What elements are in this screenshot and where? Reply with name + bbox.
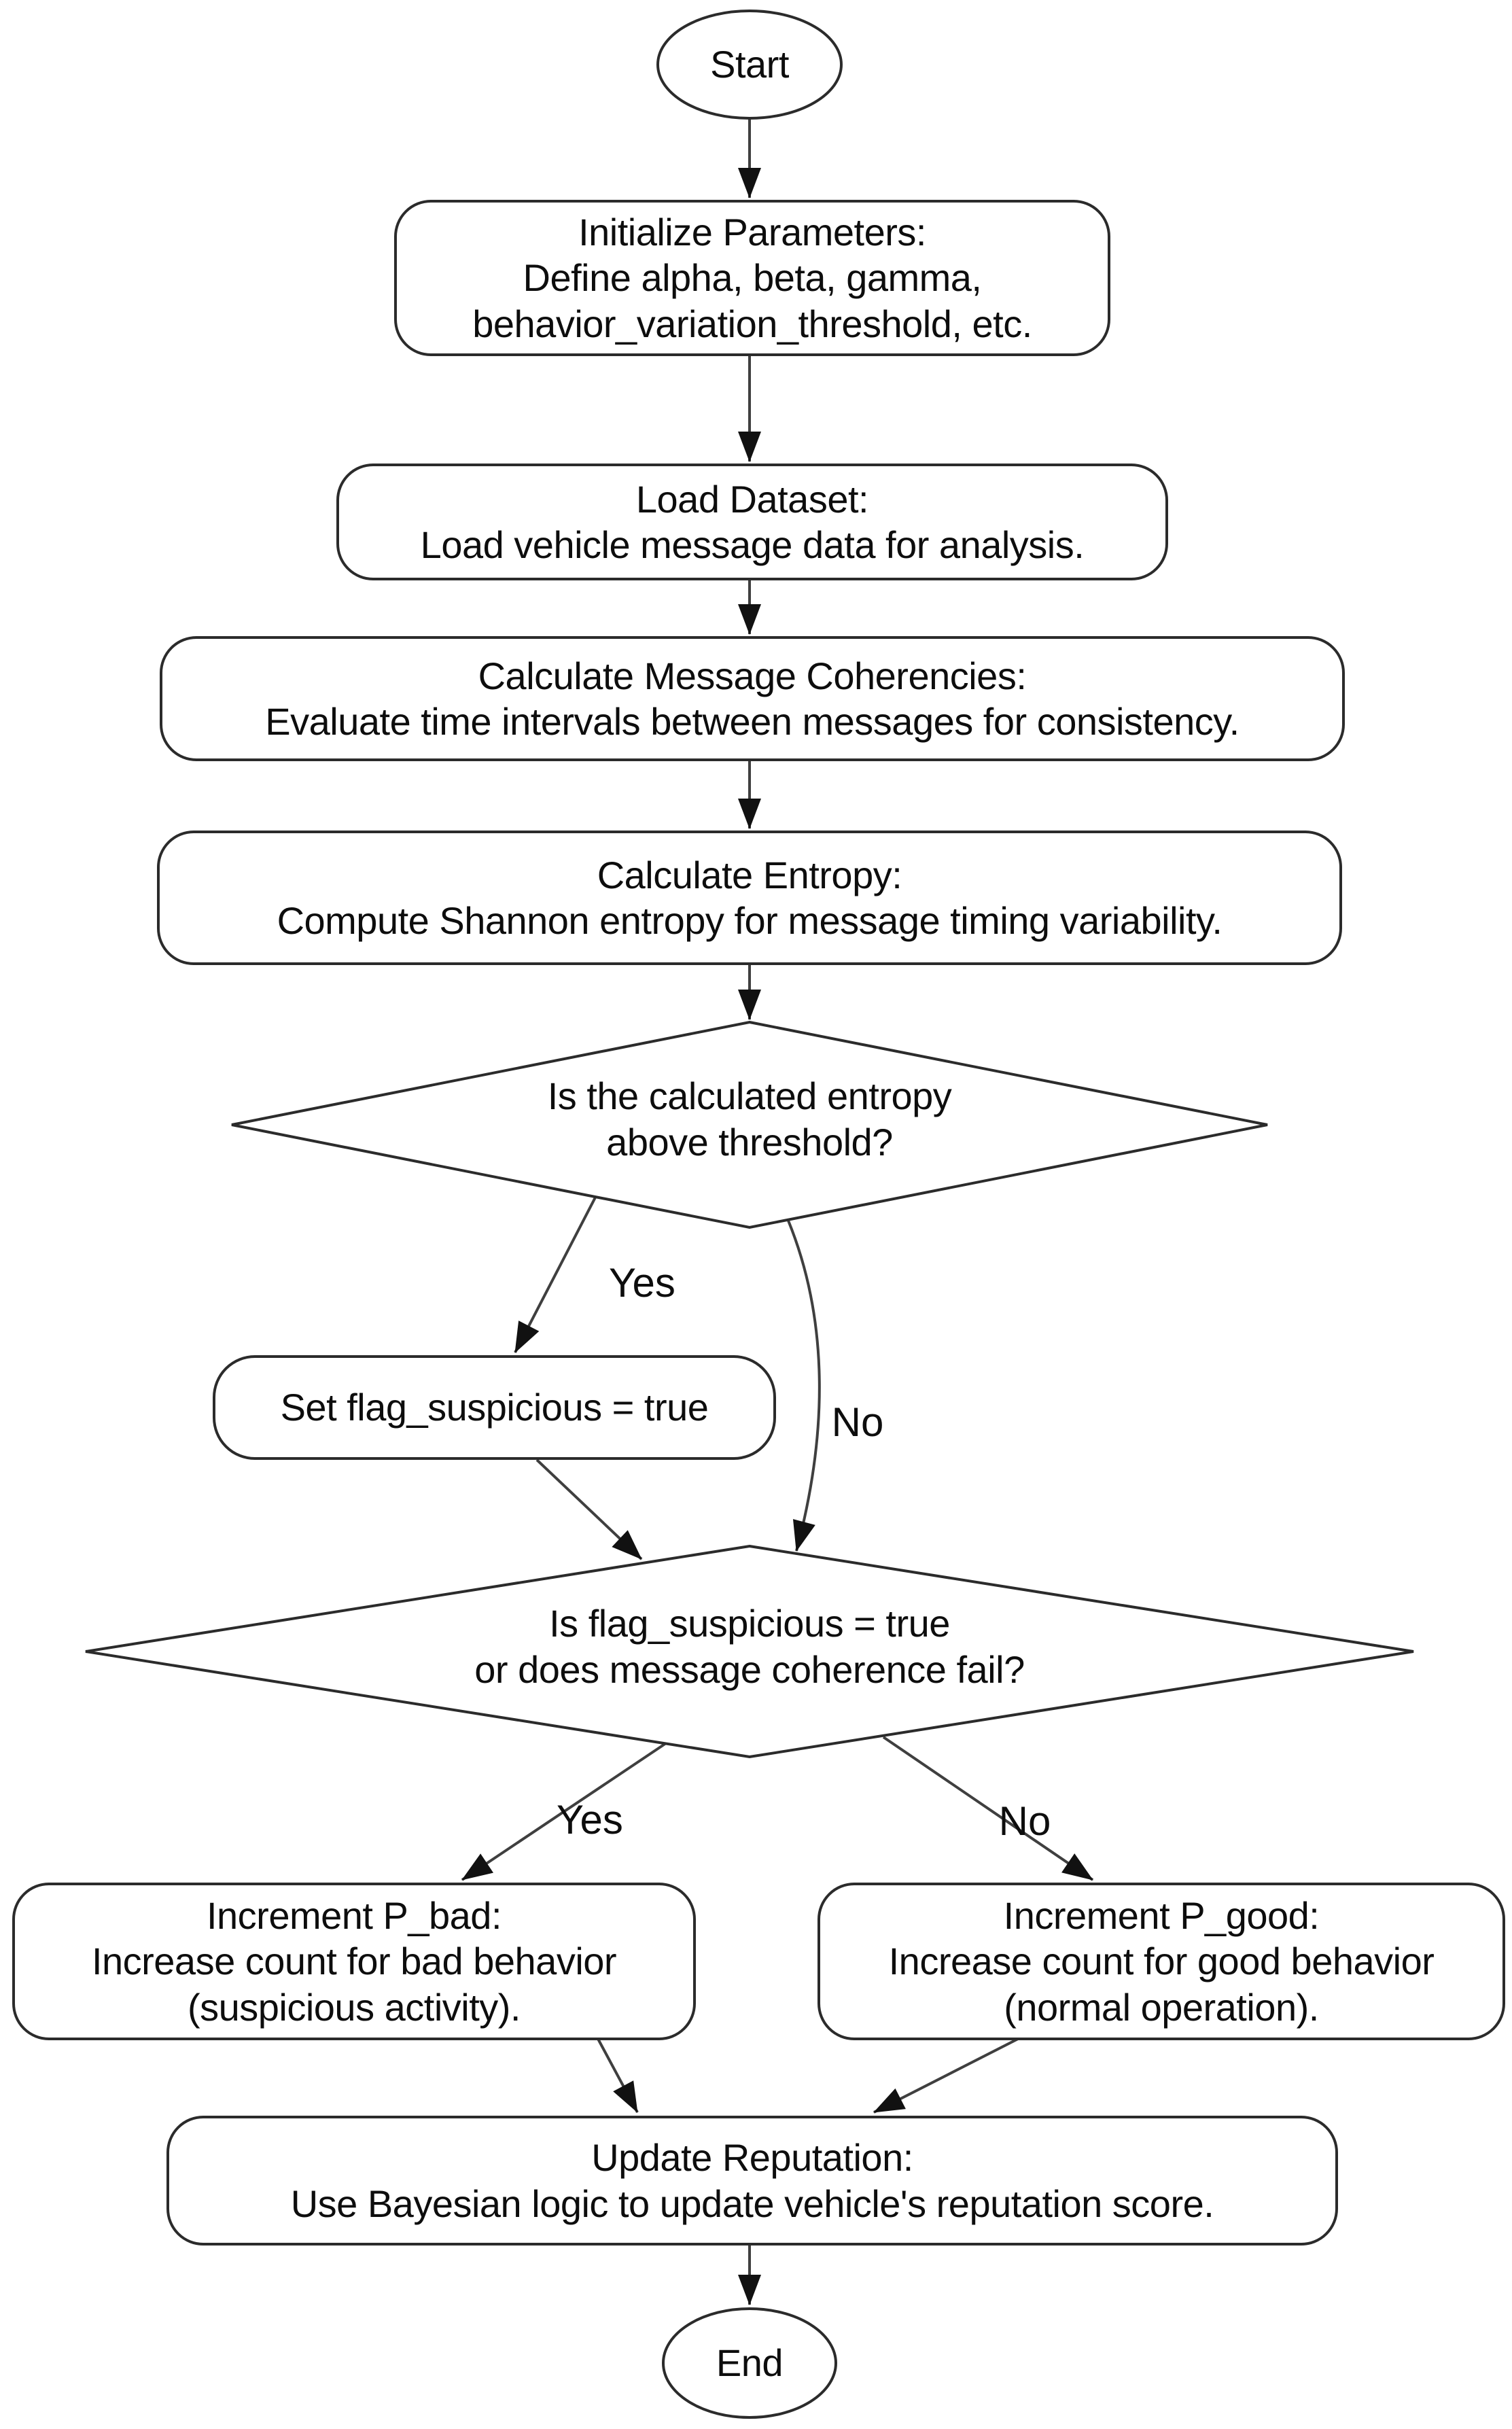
- node-update-shape: [166, 2116, 1338, 2245]
- edge-label-flag-no: No: [998, 1798, 1051, 1844]
- node-coherence-shape: [160, 636, 1345, 761]
- node-p-good-shape: [817, 1883, 1505, 2040]
- node-entropy-label: Calculate Entropy: Compute Shannon entro…: [277, 853, 1223, 942]
- edge-label-entropy-yes: Yes: [609, 1260, 675, 1306]
- edge-flagdecision-yes-to-pbad: [461, 1742, 667, 1881]
- edge-label-entropy-no: No: [831, 1399, 884, 1445]
- node-load-shape: [336, 464, 1168, 580]
- node-p-bad-shape: [12, 1883, 696, 2040]
- node-end-label: End: [716, 2341, 784, 2385]
- edge-pgood-to-update: [873, 2038, 1019, 2114]
- node-flag-decision-shape: [85, 1544, 1414, 1759]
- node-entropy-decision-label: Is the calculated entropy above threshol…: [547, 1074, 952, 1164]
- node-entropy-decision-shape: [231, 1020, 1268, 1229]
- edge-decision-yes-to-setflag: [514, 1195, 597, 1353]
- node-entropy-shape: [157, 831, 1342, 965]
- node-flag-decision-label: Is flag_suspicious = true or does messag…: [474, 1602, 1025, 1691]
- node-coherence-label: Calculate Message Coherencies: Evaluate …: [265, 654, 1240, 743]
- edge-setflag-to-flagdecision: [535, 1458, 643, 1560]
- node-init-shape: [394, 200, 1110, 356]
- edge-pbad-to-update: [597, 2038, 639, 2113]
- node-p-good-label: Increment P_good: Increase count for goo…: [888, 1894, 1435, 2029]
- node-update-label: Update Reputation: Use Bayesian logic to…: [290, 2136, 1214, 2225]
- node-init-label: Initialize Parameters: Define alpha, bet…: [472, 211, 1032, 345]
- node-p-bad-label: Increment P_bad: Increase count for bad …: [91, 1894, 617, 2029]
- edge-flagdecision-no-to-pgood: [882, 1736, 1094, 1881]
- node-start-shape: [656, 10, 843, 120]
- edge-label-flag-yes: Yes: [557, 1797, 623, 1842]
- node-start-label: Start: [710, 43, 789, 86]
- node-set-flag-label: Set flag_suspicious = true: [280, 1386, 709, 1429]
- edge-decision-no-to-flagdecision: [787, 1220, 821, 1552]
- node-load-label: Load Dataset: Load vehicle message data …: [420, 477, 1085, 566]
- node-set-flag-shape: [213, 1355, 776, 1460]
- node-end-shape: [662, 2307, 837, 2419]
